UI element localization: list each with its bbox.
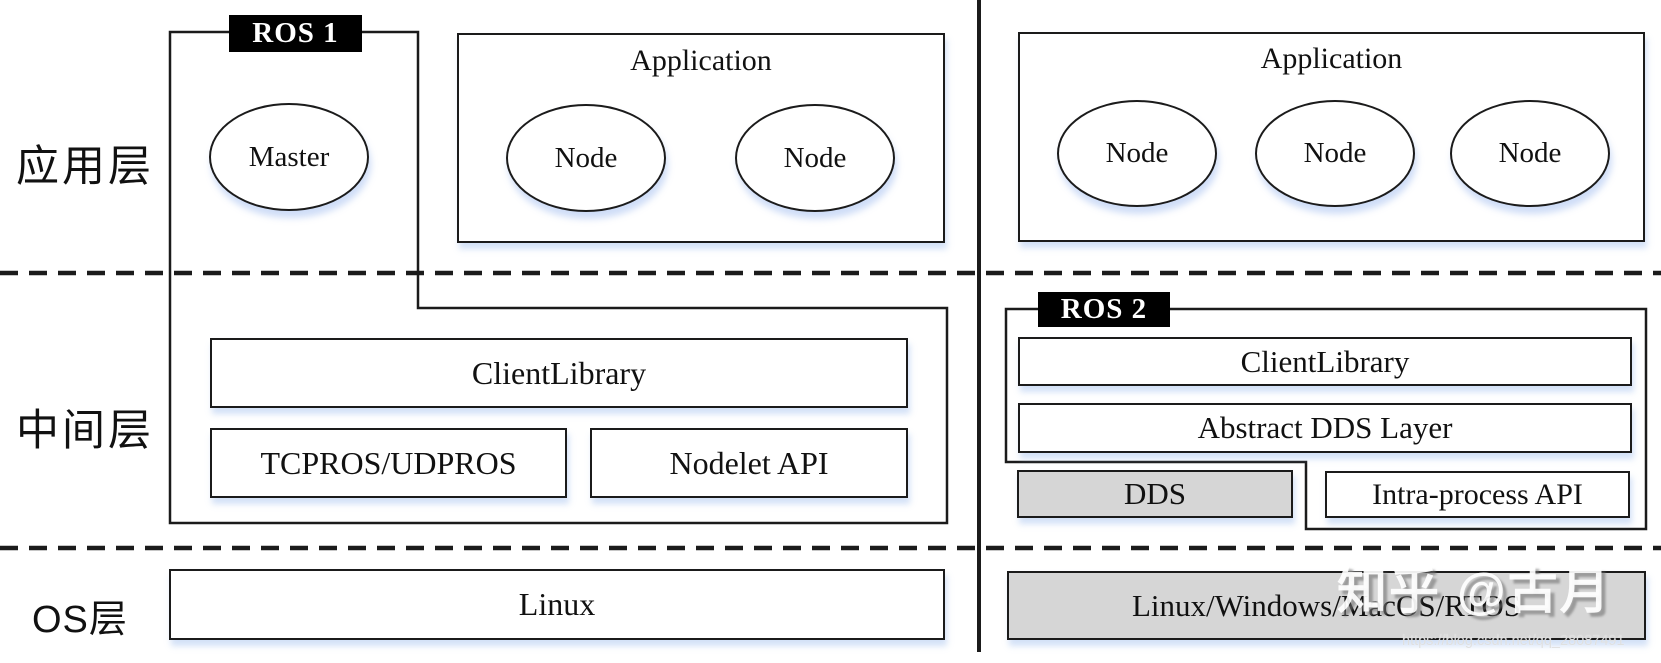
- ros2-dds-label: DDS: [1123, 476, 1186, 511]
- ros1-transport-box: TCPROS/UDPROS: [210, 428, 567, 498]
- ros1-client-library-label: ClientLibrary: [471, 354, 647, 391]
- ros1-tag: ROS 1: [229, 15, 362, 52]
- csdn-url-watermark: https://blog.csdn.net/qq_28087491: [1402, 633, 1625, 649]
- ros1-transport-label: TCPROS/UDPROS: [260, 444, 517, 481]
- ros2-container-outline: [1004, 307, 1648, 531]
- layer-label-application: 应用层: [16, 143, 154, 191]
- ros1-container-outline: [168, 30, 949, 525]
- ros1-master-label: Master: [248, 140, 330, 173]
- ros2-client-library-box: ClientLibrary: [1018, 337, 1632, 386]
- ros1-node-label: Node: [783, 141, 847, 174]
- ros2-tag: ROS 2: [1038, 292, 1170, 327]
- layer-label-os: OS层: [32, 599, 128, 641]
- ros2-node-label: Node: [1498, 137, 1562, 169]
- ros1-client-library-box: ClientLibrary: [210, 338, 908, 408]
- ros1-os-box: Linux: [169, 569, 945, 640]
- ros1-nodelet-api-label: Nodelet API: [669, 444, 829, 481]
- ros2-abstract-dds-box: Abstract DDS Layer: [1018, 403, 1632, 453]
- ros1-node-label: Node: [554, 141, 618, 174]
- ros2-os-label: Linux/Windows/MacOS/RTOS: [1132, 587, 1521, 623]
- ros1-application-title: Application: [630, 44, 772, 77]
- ros2-node-label: Node: [1105, 137, 1169, 169]
- ros1-nodelet-api-box: Nodelet API: [590, 428, 908, 498]
- ros2-intra-process-api-label: Intra-process API: [1372, 477, 1583, 511]
- ros2-node-ellipse: Node: [1255, 100, 1415, 207]
- ros2-client-library-label: ClientLibrary: [1240, 343, 1410, 379]
- ros2-abstract-dds-label: Abstract DDS Layer: [1197, 410, 1453, 445]
- ros1-master-ellipse: Master: [209, 103, 369, 211]
- layer-label-middleware: 中间层: [16, 407, 154, 455]
- ros1-os-label: Linux: [518, 586, 596, 622]
- ros2-intra-process-api-box: Intra-process API: [1325, 471, 1630, 518]
- ros2-node-ellipse: Node: [1057, 100, 1217, 207]
- ros2-application-title: Application: [1260, 42, 1403, 75]
- ros2-dds-box: DDS: [1017, 470, 1293, 518]
- ros1-node-ellipse: Node: [506, 104, 666, 212]
- ros2-node-ellipse: Node: [1450, 100, 1610, 207]
- ros2-node-label: Node: [1303, 137, 1367, 169]
- ros1-node-ellipse: Node: [735, 104, 895, 212]
- ros2-os-box: Linux/Windows/MacOS/RTOS: [1007, 571, 1646, 640]
- zhihu-watermark: 知乎 @古月: [1337, 563, 1612, 619]
